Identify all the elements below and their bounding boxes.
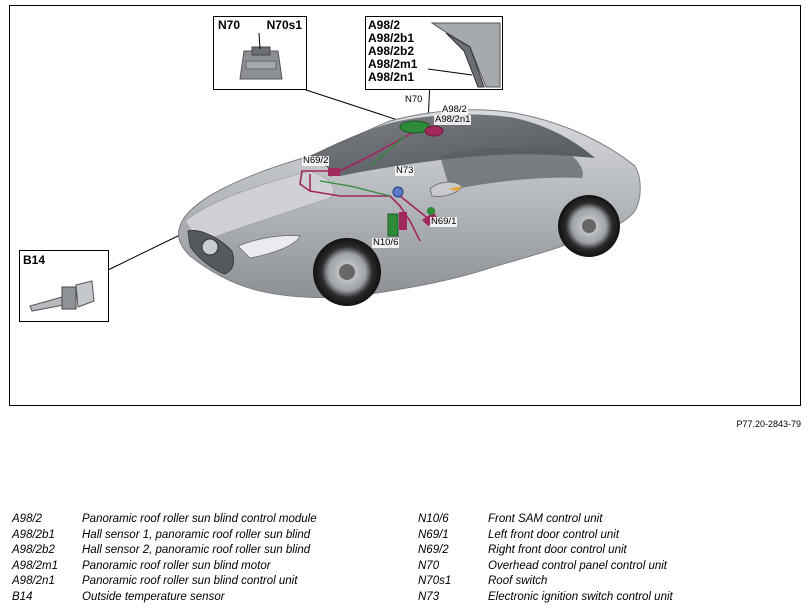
tag-a98-2: A98/2 bbox=[441, 104, 468, 115]
callout-a98-2b1-label: A98/2b1 bbox=[368, 31, 415, 45]
n73-module bbox=[392, 186, 404, 198]
legend-code: N70 bbox=[418, 559, 440, 572]
side-mirror bbox=[429, 181, 463, 197]
legend-row: N69/1 Left front door control unit bbox=[418, 528, 673, 544]
badge-icon bbox=[201, 238, 219, 256]
legend-desc: Hall sensor 1, panoramic roof roller sun… bbox=[82, 528, 311, 541]
hood bbox=[184, 170, 335, 243]
legend-code: N70s1 bbox=[418, 575, 452, 588]
legend-desc: Panoramic roof roller sun blind motor bbox=[82, 559, 271, 572]
callout-a98-2m1-label: A98/2m1 bbox=[368, 57, 418, 71]
legend-desc: Left front door control unit bbox=[488, 528, 620, 541]
n10-6-module bbox=[387, 213, 399, 237]
n69-1-connector bbox=[427, 207, 435, 215]
legend-desc: Panoramic roof roller sun blind control … bbox=[82, 575, 298, 588]
callout-b14: B14 bbox=[19, 250, 109, 322]
tag-n73: N73 bbox=[395, 165, 415, 176]
legend-code: A98/2 bbox=[12, 513, 43, 525]
legend-desc: Panoramic roof roller sun blind control … bbox=[82, 513, 317, 525]
leader-b14 bbox=[107, 231, 187, 271]
rear-wheel bbox=[558, 195, 620, 257]
legend-desc: Roof switch bbox=[488, 575, 548, 588]
callout-b14-label: B14 bbox=[23, 253, 46, 267]
headlight bbox=[237, 235, 301, 259]
legend-row: B14 Outside temperature sensor bbox=[12, 590, 317, 606]
callout-a98-2n1-label: A98/2n1 bbox=[368, 70, 415, 84]
legend-code: N69/1 bbox=[418, 528, 449, 541]
legend-desc: Front SAM control unit bbox=[488, 513, 603, 525]
car-illustration bbox=[107, 79, 641, 306]
a98-module bbox=[424, 125, 444, 137]
legend-code: N69/2 bbox=[418, 544, 449, 557]
windshield-glass bbox=[310, 114, 595, 176]
legend-row: A98/2m1 Panoramic roof roller sun blind m… bbox=[12, 559, 317, 575]
sun-blind-module-image bbox=[427, 22, 501, 88]
legend-row: A98/2b1 Hall sensor 1, panoramic roof rol… bbox=[12, 528, 317, 544]
legend-code: N73 bbox=[418, 590, 440, 603]
tag-n10-6: N10/6 bbox=[372, 237, 400, 248]
legend-desc: Right front door control unit bbox=[488, 544, 627, 557]
legend-row: N70 Overhead control panel control unit bbox=[418, 559, 673, 575]
legend-code: B14 bbox=[12, 590, 33, 603]
legend-desc: Outside temperature sensor bbox=[82, 590, 225, 603]
diagram-frame: N70 N70s1 A98/2 A98/2b1 A98/2b2 A98/2m1 … bbox=[9, 5, 801, 406]
tag-a98-2n1: A98/2n1 bbox=[434, 114, 472, 125]
callout-a98-2-label: A98/2 bbox=[368, 18, 401, 32]
legend-row: N10/6 Front SAM control unit bbox=[418, 512, 673, 528]
callout-a98-2b2-label: A98/2b2 bbox=[368, 44, 415, 58]
legend-code: A98/2b2 bbox=[12, 544, 55, 557]
legend-row: A98/2 Panoramic roof roller sun blind con… bbox=[12, 512, 317, 528]
mirror-indicator bbox=[448, 186, 462, 191]
legend-desc: Overhead control panel control unit bbox=[488, 559, 667, 572]
callout-a98: A98/2 A98/2b1 A98/2b2 A98/2m1 A98/2n1 bbox=[365, 16, 503, 90]
n69-2-module bbox=[328, 168, 340, 176]
green-harness bbox=[319, 135, 406, 197]
legend-desc: Hall sensor 2, panoramic roof roller sun… bbox=[82, 544, 311, 557]
side-windows bbox=[440, 147, 583, 190]
legend-right: N10/6 Front SAM control unit N69/1 Left fr… bbox=[418, 512, 673, 606]
legend-code: A98/2m1 bbox=[12, 559, 59, 572]
figure-reference: P77.20-2843-79 bbox=[736, 419, 801, 429]
tag-n69-2: N69/2 bbox=[302, 155, 330, 166]
legend-row: N70s1 Roof switch bbox=[418, 574, 673, 590]
front-wheel bbox=[313, 238, 381, 306]
legend-code: N10/6 bbox=[418, 513, 449, 525]
leader-n70 bbox=[299, 87, 411, 125]
tag-n70: N70 bbox=[404, 94, 424, 105]
legend-row: A98/2b2 Hall sensor 2, panoramic roof rol… bbox=[12, 543, 317, 559]
callout-n70-label: N70 bbox=[218, 18, 241, 32]
legend-row: A98/2n1 Panoramic roof roller sun blind c… bbox=[12, 574, 317, 590]
tag-n69-1: N69/1 bbox=[430, 216, 458, 227]
legend-row: N69/2 Right front door control unit bbox=[418, 543, 673, 559]
legend-code: A98/2b1 bbox=[12, 528, 55, 541]
legend-desc: Electronic ignition switch control unit bbox=[488, 590, 673, 603]
roof-switch-image bbox=[239, 32, 283, 80]
n10-6-fuse bbox=[399, 212, 407, 230]
temperature-sensor-image bbox=[29, 280, 95, 312]
legend-code: A98/2n1 bbox=[12, 575, 55, 588]
callout-n70: N70 N70s1 bbox=[213, 16, 307, 90]
legend-row: N73 Electronic ignition switch control un… bbox=[418, 590, 673, 606]
callout-n70s1-label: N70s1 bbox=[266, 18, 302, 32]
